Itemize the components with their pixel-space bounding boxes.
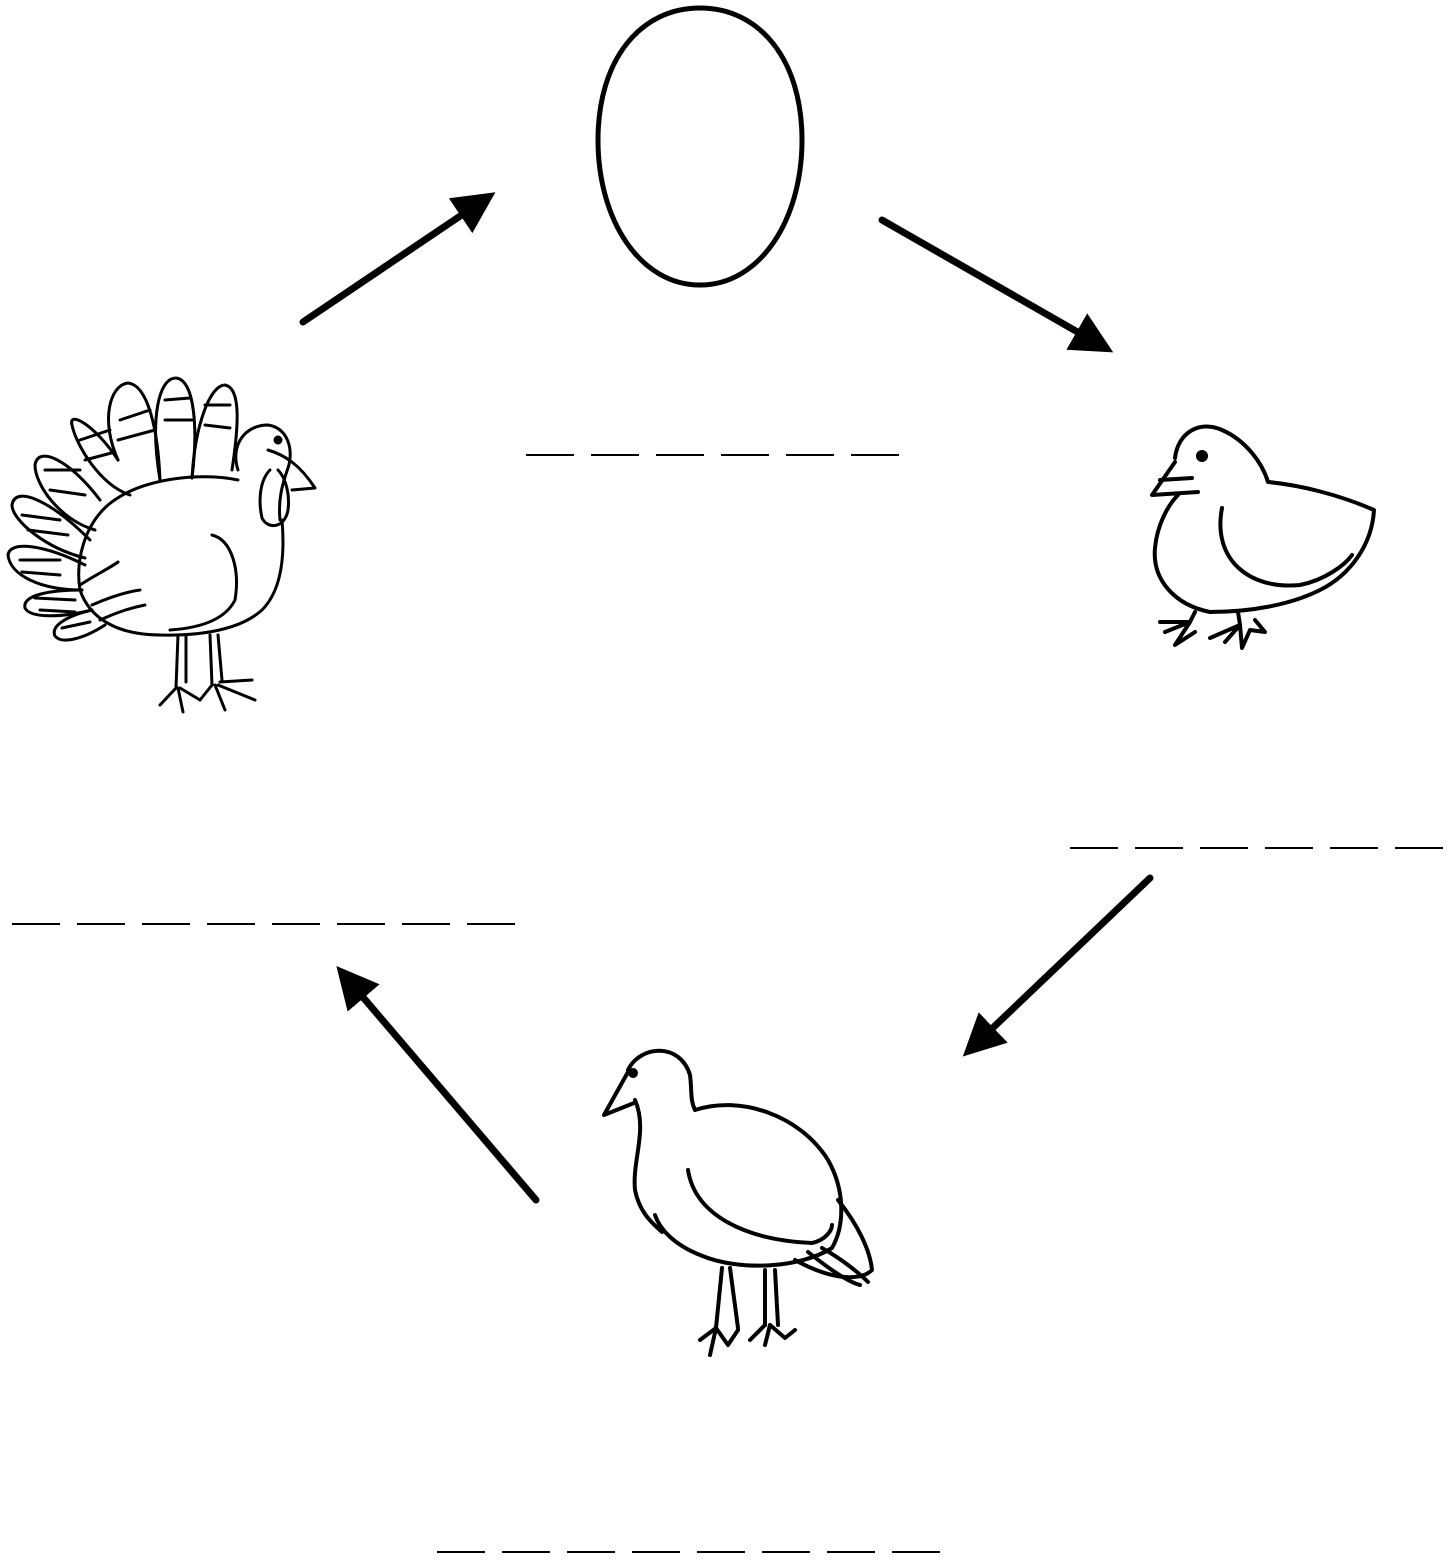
egg-stage	[595, 5, 805, 288]
arrow-egg-to-hatchling	[878, 216, 1114, 353]
egg-outline	[595, 5, 805, 288]
cycle-arrows	[299, 192, 1154, 1204]
chick-stage	[1150, 424, 1376, 650]
young-turkey-drawing	[602, 1048, 874, 1357]
arrow-hatchling-to-juvenile	[962, 874, 1154, 1057]
chick-drawing	[1150, 424, 1376, 650]
arrow-adult-to-egg	[299, 192, 496, 326]
adult-turkey-stage	[6, 376, 317, 714]
adult-turkey-drawing	[6, 376, 317, 714]
arrow-juvenile-to-adult	[336, 966, 540, 1204]
young-turkey-stage	[602, 1048, 874, 1357]
